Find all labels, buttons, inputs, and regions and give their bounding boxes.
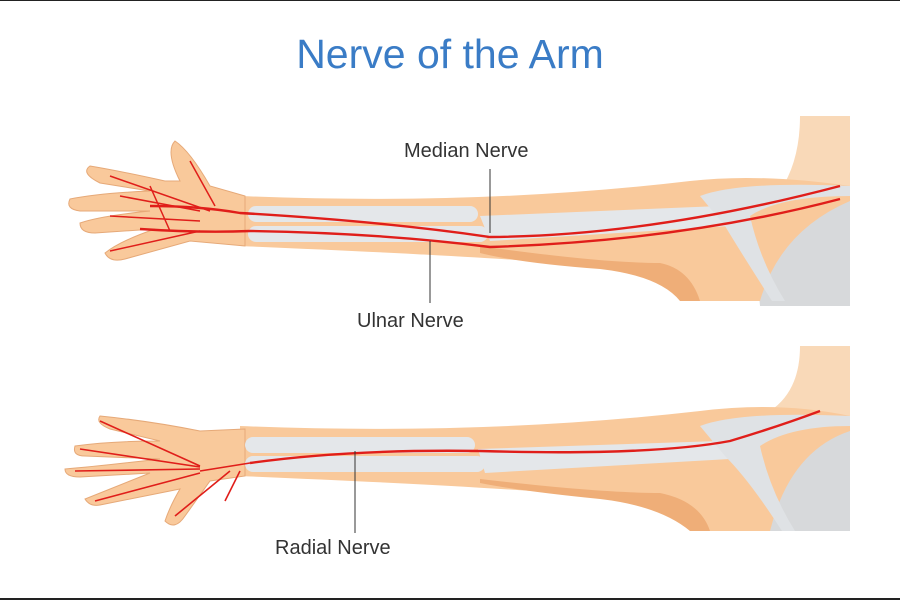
scapula-top (700, 184, 850, 301)
humerus-top (480, 206, 730, 241)
nerves-top (109, 160, 841, 252)
forearm-bone-bottom-2 (245, 456, 485, 472)
arm-shade-top (480, 246, 700, 301)
forearm-bone-top-2 (248, 226, 488, 242)
radial-nerve-bottom (249, 409, 821, 465)
shoulder-bottom (770, 346, 850, 421)
forearm-bone-bottom-1 (245, 437, 475, 453)
nerves-bottom (74, 409, 821, 517)
ulnar-nerve-label: Ulnar Nerve (357, 310, 464, 332)
ulnar-nerve-top (139, 197, 841, 249)
diagram-title: Nerve of the Arm (296, 31, 604, 77)
scapula-bottom (700, 414, 850, 531)
forearm-bone-top-1 (248, 206, 478, 222)
hand-nerve-branches-top (109, 160, 216, 252)
median-nerve-label: Median Nerve (404, 140, 529, 162)
top-arm (68, 116, 850, 306)
radial-nerve-label: Radial Nerve (275, 537, 391, 559)
bottom-arm (64, 346, 850, 531)
arm-shade-bottom (480, 479, 710, 531)
hand-nerve-branches-bottom (74, 420, 251, 517)
shoulder-top (780, 116, 850, 191)
median-nerve-top (149, 184, 841, 239)
